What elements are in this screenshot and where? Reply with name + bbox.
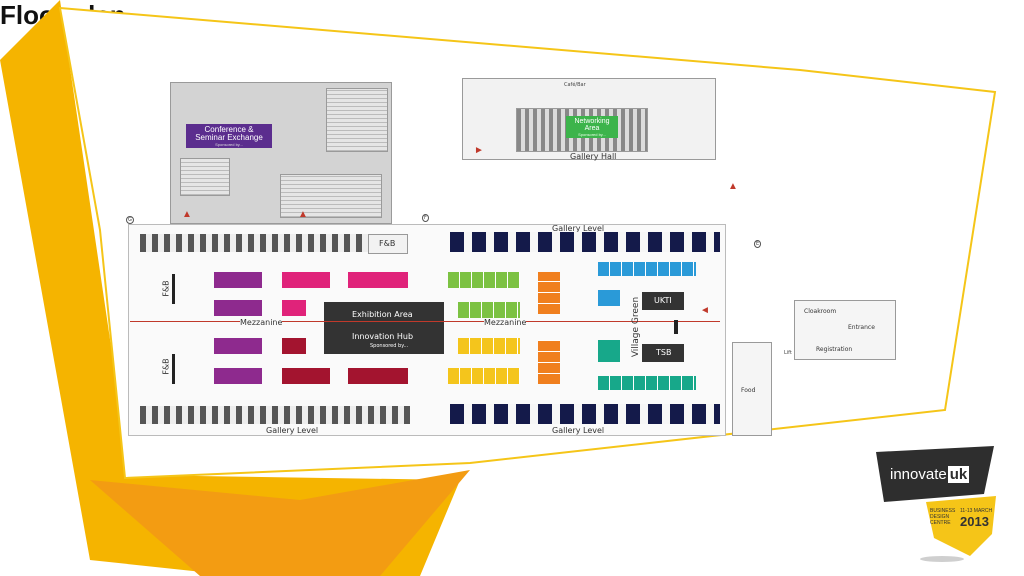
conference-banner: Conference & Seminar Exchange Sponsored … — [186, 124, 272, 148]
conference-title-line2: Seminar Exchange — [195, 133, 263, 142]
gallery-booths-bottom-left — [140, 406, 410, 424]
gallery-level-bottom-left-label: Gallery Level — [266, 426, 319, 435]
stand-purple-2 — [214, 300, 262, 316]
logo-event-line1: BUSINESS — [930, 508, 956, 514]
stand-crimson-1 — [282, 338, 306, 354]
marker-g: G — [126, 216, 134, 224]
logo-event-line3: CENTRE — [930, 520, 951, 526]
entrance-area — [794, 300, 896, 360]
gallery-hall-label: Gallery Hall — [570, 152, 617, 161]
fb-top-box: F&B — [368, 234, 408, 254]
stand-purple-1 — [214, 272, 262, 288]
logo-event-line2: DESIGN — [930, 514, 950, 520]
left-yellow-band — [0, 0, 460, 576]
floor-plan: Conference & Seminar Exchange Sponsored … — [120, 74, 920, 444]
seminar-room-grid — [326, 88, 388, 152]
marker-e: E — [754, 240, 762, 248]
route-arrow-up-1: ▲ — [182, 209, 192, 220]
ukti-stand: UKTI — [642, 292, 684, 310]
fb-left-lower-bar — [172, 354, 175, 384]
networking-banner: Networking Area Sponsored by... — [566, 116, 618, 138]
logo-event-venue: BUSINESS DESIGN CENTRE — [930, 508, 955, 526]
bottom-orange-wedge — [90, 470, 470, 576]
networking-sponsor: Sponsored by... — [578, 132, 606, 137]
seminar-room-grid-2 — [180, 158, 230, 196]
stand-magenta-2 — [348, 272, 408, 288]
route-arrow-right: ► — [474, 145, 484, 156]
logo-event-year: 2013 — [960, 514, 989, 529]
stand-purple-4 — [214, 368, 262, 384]
logo-yellow-panel — [926, 496, 996, 556]
gallery-booths-top-left — [140, 234, 370, 252]
food-area: Food — [732, 342, 772, 436]
fb-top-label: F&B — [379, 239, 396, 248]
food-label: Food — [741, 387, 756, 394]
gallery-level-top-label: Gallery Level — [552, 224, 605, 233]
seminar-room-grid-3 — [280, 174, 382, 218]
gallery-booths-bottom-right — [450, 404, 720, 424]
logo-brand-prefix: innovate — [890, 466, 947, 483]
stand-crimson-2 — [282, 368, 330, 384]
route-arrow-left: ◄ — [700, 305, 710, 316]
lift-label: Lift — [784, 350, 792, 356]
village-green-divider — [674, 320, 678, 334]
stand-teal-small — [598, 340, 620, 362]
stand-lime-2 — [458, 302, 520, 318]
route-arrow-up-2: ▲ — [298, 209, 308, 220]
networking-title-line1: Networking — [574, 118, 610, 125]
logo-shadow — [920, 556, 964, 562]
innovate-uk-logo — [876, 446, 996, 562]
tsb-label: TSB — [656, 348, 672, 357]
registration-label: Registration — [816, 346, 853, 353]
ukti-label: UKTI — [654, 296, 672, 305]
innovation-hub-sponsor: Sponsored by... — [370, 343, 409, 349]
innovation-hub: Exhibition Area Innovation Hub Sponsored… — [324, 302, 444, 354]
stand-purple-3 — [214, 338, 262, 354]
central-walkway-line — [130, 321, 720, 322]
fb-left-lower-label: F&B — [161, 358, 171, 375]
fb-left-upper-label: F&B — [161, 280, 171, 297]
stand-orange-2 — [538, 340, 560, 384]
marker-f: F — [422, 214, 429, 222]
cafe-label: Café/Bar — [564, 82, 586, 88]
innovation-hub-label: Innovation Hub — [352, 332, 414, 341]
fb-left-upper-bar — [172, 274, 175, 304]
stand-yellow-1 — [458, 338, 520, 354]
conference-title-line1: Conference & — [204, 125, 254, 134]
stand-blue-row — [598, 262, 696, 276]
stand-magenta-3 — [282, 300, 306, 316]
networking-title-line2: Area — [584, 125, 600, 132]
logo-brand-suffix: uk — [947, 466, 970, 483]
exhibition-area-label: Exhibition Area — [352, 310, 413, 319]
cloakroom-label: Cloakroom — [804, 308, 837, 315]
gallery-level-bottom-right-label: Gallery Level — [552, 426, 605, 435]
mezzanine-right-label: Mezzanine — [484, 318, 527, 327]
logo-event-dates: 11-13 MARCH — [960, 508, 993, 514]
route-arrow-up-3: ▲ — [728, 181, 738, 192]
stand-crimson-3 — [348, 368, 408, 384]
entrance-label: Entrance — [848, 324, 875, 331]
stand-yellow-2 — [448, 368, 520, 384]
tsb-stand: TSB — [642, 344, 684, 362]
stand-blue-small — [598, 290, 620, 306]
stand-lime-1 — [448, 272, 520, 288]
village-green-label: Village Green — [631, 296, 642, 358]
gallery-booths-top-right — [450, 232, 720, 252]
stand-teal-row — [598, 376, 696, 390]
stand-magenta-1 — [282, 272, 330, 288]
mezzanine-left-label: Mezzanine — [240, 318, 283, 327]
conference-sponsor: Sponsored by... — [215, 142, 243, 147]
stand-orange-1 — [538, 272, 560, 314]
logo-dark-panel — [876, 446, 994, 502]
